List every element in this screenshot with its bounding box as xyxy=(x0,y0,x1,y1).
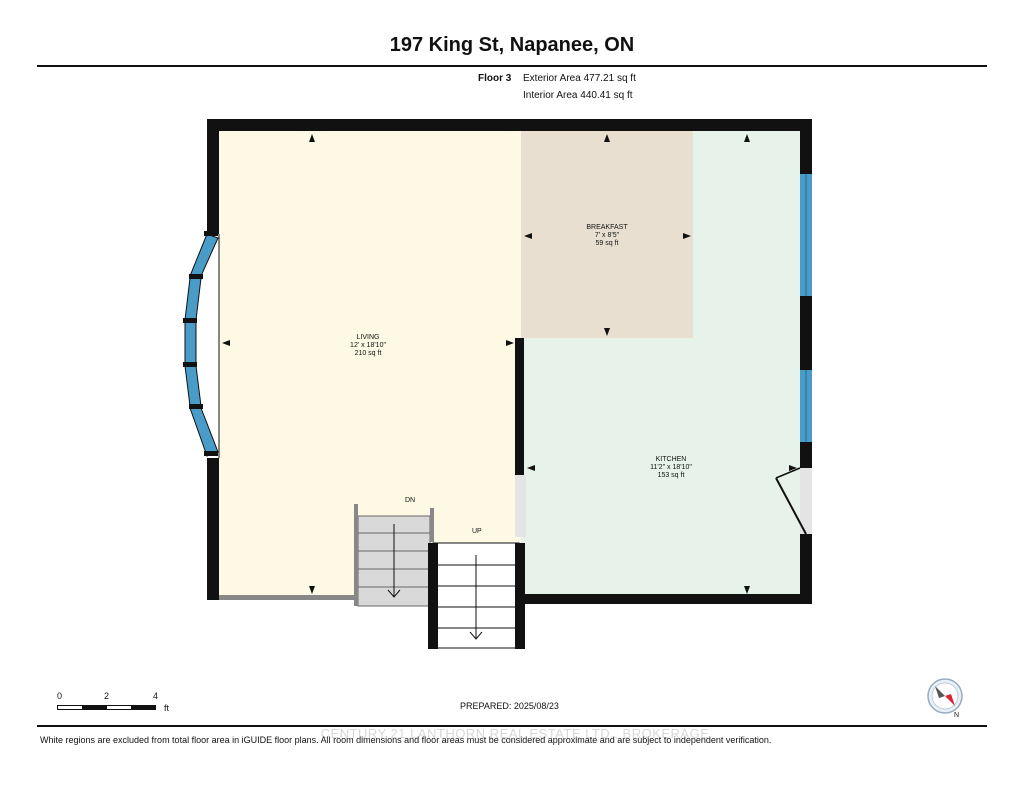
scale-tick-0: 0 xyxy=(57,691,63,701)
interior-opening xyxy=(515,475,526,537)
scale-tick-2: 2 xyxy=(104,691,110,701)
room-dims: 11'2" x 18'10" xyxy=(650,464,692,471)
compass-icon xyxy=(927,678,963,714)
breakfast-room-fill xyxy=(521,131,693,338)
room-dims: 7' x 8'5" xyxy=(594,232,620,239)
room-area: 59 sq ft xyxy=(595,240,619,247)
room-living: LIVING 12' x 18'10" 210 sq ft xyxy=(323,334,413,358)
room-dims: 12' x 18'10" xyxy=(350,342,386,349)
room-name: LIVING xyxy=(356,334,380,341)
wall-left-lower xyxy=(207,458,219,600)
bay-window xyxy=(183,231,219,457)
wall-interior xyxy=(515,338,524,475)
floor-label: Floor 3 xyxy=(478,73,512,84)
wall-right-2 xyxy=(800,296,812,370)
prepared-date: PREPARED: 2025/08/23 xyxy=(460,701,559,711)
wall-top xyxy=(207,119,812,131)
dimension-arrows xyxy=(222,134,797,594)
header-divider xyxy=(37,65,987,67)
wall-bottom-left xyxy=(219,595,355,600)
wall-right-4 xyxy=(800,534,812,604)
door-swing xyxy=(775,477,807,535)
stairs-down xyxy=(354,504,434,607)
footer-divider xyxy=(37,725,987,727)
disclaimer: White regions are excluded from total fl… xyxy=(40,735,772,745)
room-area: 153 sq ft xyxy=(657,472,685,479)
door-opening xyxy=(800,468,812,534)
scale-bar xyxy=(57,705,156,710)
room-area: 210 sq ft xyxy=(354,350,382,357)
interior-area: Interior Area 440.41 sq ft xyxy=(523,90,633,101)
scale-tick-4: 4 xyxy=(153,691,159,701)
stairs-up-label: UP xyxy=(472,528,482,535)
room-kitchen: KITCHEN 11'2" x 18'10" 153 sq ft xyxy=(626,456,716,480)
wall-bottom-right xyxy=(517,594,812,604)
scale-unit: ft xyxy=(164,703,170,713)
room-name: KITCHEN xyxy=(655,456,687,463)
exterior-area: Exterior Area 477.21 sq ft xyxy=(523,73,636,84)
stairs-down-label: DN xyxy=(405,497,416,504)
room-breakfast: BREAKFAST 7' x 8'5" 59 sq ft xyxy=(562,224,652,248)
stairs-up xyxy=(428,542,525,649)
page-title: 197 King St, Napanee, ON xyxy=(389,34,635,56)
wall-left-upper xyxy=(207,119,219,234)
wall-right-1 xyxy=(800,119,812,174)
brokerage-watermark: CENTURY 21 LANTHORN REAL ESTATE LTD., BR… xyxy=(320,726,710,741)
compass-north-label: N xyxy=(954,712,960,719)
wall-right-3 xyxy=(800,442,812,468)
room-name: BREAKFAST xyxy=(586,224,628,231)
